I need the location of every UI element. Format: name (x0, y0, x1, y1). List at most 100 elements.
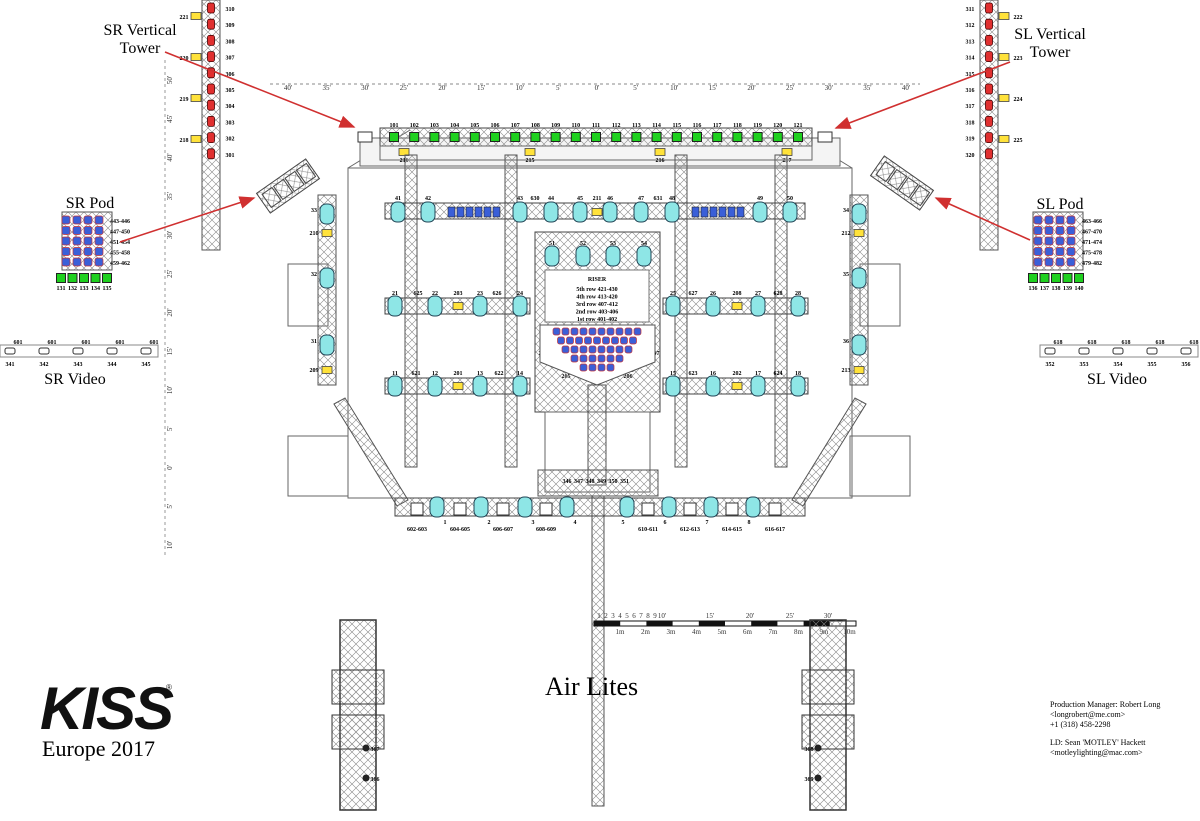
mid-row3-label: 12 (432, 371, 438, 377)
front-truss-label: 113 (632, 123, 641, 129)
ld-title: LD: Sean 'MOTLEY' Hackett (1050, 738, 1146, 747)
video-bottom-label: 355 (1148, 362, 1157, 368)
top-ruler-tick: 30' (361, 84, 369, 92)
pod-blinder (1044, 226, 1054, 235)
video-top-label: 601 (14, 340, 23, 346)
pod-blinder (61, 236, 71, 246)
sl-pod-label: SL Pod (1036, 196, 1084, 213)
riser-seat (611, 336, 619, 345)
top-ruler: 40'35'30'25'20'15'10'5'0'5'10'15'20'25'3… (270, 83, 920, 92)
top-ruler-tick: 20' (438, 84, 446, 92)
mid-row1-blinder (718, 206, 727, 218)
riser-seat (624, 327, 633, 336)
downstage-blinder (768, 502, 782, 516)
mid-row2-light (750, 295, 766, 317)
riser-top-label: 53 (610, 241, 616, 247)
side-drop-strobe (321, 366, 333, 374)
scale-bar-segment (751, 621, 778, 626)
mid-row1-light (420, 201, 436, 223)
video-top-label: 601 (48, 340, 57, 346)
scale-ft-tick: 20' (746, 612, 754, 620)
riser-seat (579, 327, 588, 336)
mid-row3-extra-label: 623 (689, 371, 698, 377)
mid-row3-light (472, 375, 488, 397)
side-drop-strobe-label: 212 (842, 231, 851, 237)
front-strobe (398, 148, 410, 156)
tower-light-label: 301 (226, 153, 235, 159)
pod-floor-label: 135 (103, 286, 112, 292)
riser-seat (629, 336, 637, 345)
mid-row2-label: 21 (392, 291, 398, 297)
side-drop-strobe-label: 210 (310, 231, 319, 237)
front-truss-label: 104 (450, 123, 459, 129)
tower-strobe-label: 221 (180, 15, 189, 21)
tower-strobe-label: 225 (1014, 138, 1023, 144)
downstage-blinder (683, 502, 697, 516)
downstage-pair-label: 614-615 (722, 527, 742, 533)
tower-light-label: 315 (966, 72, 975, 78)
pod-blinder (1066, 226, 1076, 235)
scale-ft-tick: 1 (597, 612, 601, 620)
mid-row3-label: 14 (517, 371, 523, 377)
pod-blinder (72, 236, 82, 246)
side-ruler-tick: 5' (166, 426, 174, 431)
riser-top-light (544, 245, 560, 267)
sr-vertical-tower: 3103093083073063053043033023012212202192… (180, 0, 235, 251)
mid-row2-light (790, 295, 806, 317)
downstage-light (429, 496, 445, 518)
pod-blinder (61, 215, 71, 225)
sr-flown-pod (255, 158, 321, 214)
air-tower-light (362, 744, 370, 752)
video-top-label: 618 (1190, 340, 1199, 346)
tower-strobe-label: 218 (180, 138, 189, 144)
tower-light (985, 99, 993, 111)
pod-blinder (1044, 215, 1054, 225)
mid-row2-strobe (452, 302, 464, 310)
video-fixture (1078, 347, 1090, 355)
tour-label: Europe 2017 (42, 736, 156, 761)
downstage-blinder (496, 502, 510, 516)
pm-email: <longrobert@me.com> (1050, 710, 1126, 719)
pod-blinder (83, 247, 93, 256)
tower-light-label: 320 (966, 153, 975, 159)
pod-blinder (1066, 257, 1076, 267)
side-drop-label: 33 (311, 208, 317, 214)
downstage-light (559, 496, 575, 518)
pod-blinder (1033, 236, 1043, 246)
top-ruler-tick: 35' (322, 84, 330, 92)
mid-row3-extra-label: 624 (774, 371, 783, 377)
riser-seat (584, 336, 592, 345)
pod-floor-light (1062, 273, 1073, 283)
mid-row1-light (782, 201, 798, 223)
side-drop-light (319, 203, 335, 225)
air-tower-light (362, 774, 370, 782)
scale-ft-tick: 25' (786, 612, 794, 620)
riser-seat (557, 336, 565, 345)
side-ruler-tick: 40' (166, 153, 174, 161)
mid-row1-blinder (736, 206, 745, 218)
pod-blinder (94, 257, 104, 267)
air-lites-label: Air Lites (545, 672, 639, 701)
downstage-light (703, 496, 719, 518)
mid-row1-label: 49 (757, 196, 763, 202)
downstage-label: 7 (706, 520, 709, 526)
side-drop-light (851, 334, 867, 356)
scale-m-tick: 4m (692, 628, 702, 636)
video-fixture (1044, 347, 1056, 355)
tower-light-label: 316 (966, 88, 975, 94)
side-ruler-tick: 15' (166, 347, 174, 355)
riser-seat (566, 336, 574, 345)
downstage-label: 8 (748, 520, 751, 526)
video-fixture (1112, 347, 1124, 355)
mid-row2-light (387, 295, 403, 317)
mid-row1-blinder (465, 206, 474, 218)
riser-seat (633, 327, 642, 336)
top-ruler-tick: 15' (709, 84, 717, 92)
riser-title: RISER (588, 277, 607, 283)
scale-bar-segment (594, 621, 621, 626)
front-truss-light (793, 132, 803, 142)
downstage-light (745, 496, 761, 518)
pod-floor-light (1074, 273, 1084, 283)
riser-top-label: 51 (549, 241, 555, 247)
